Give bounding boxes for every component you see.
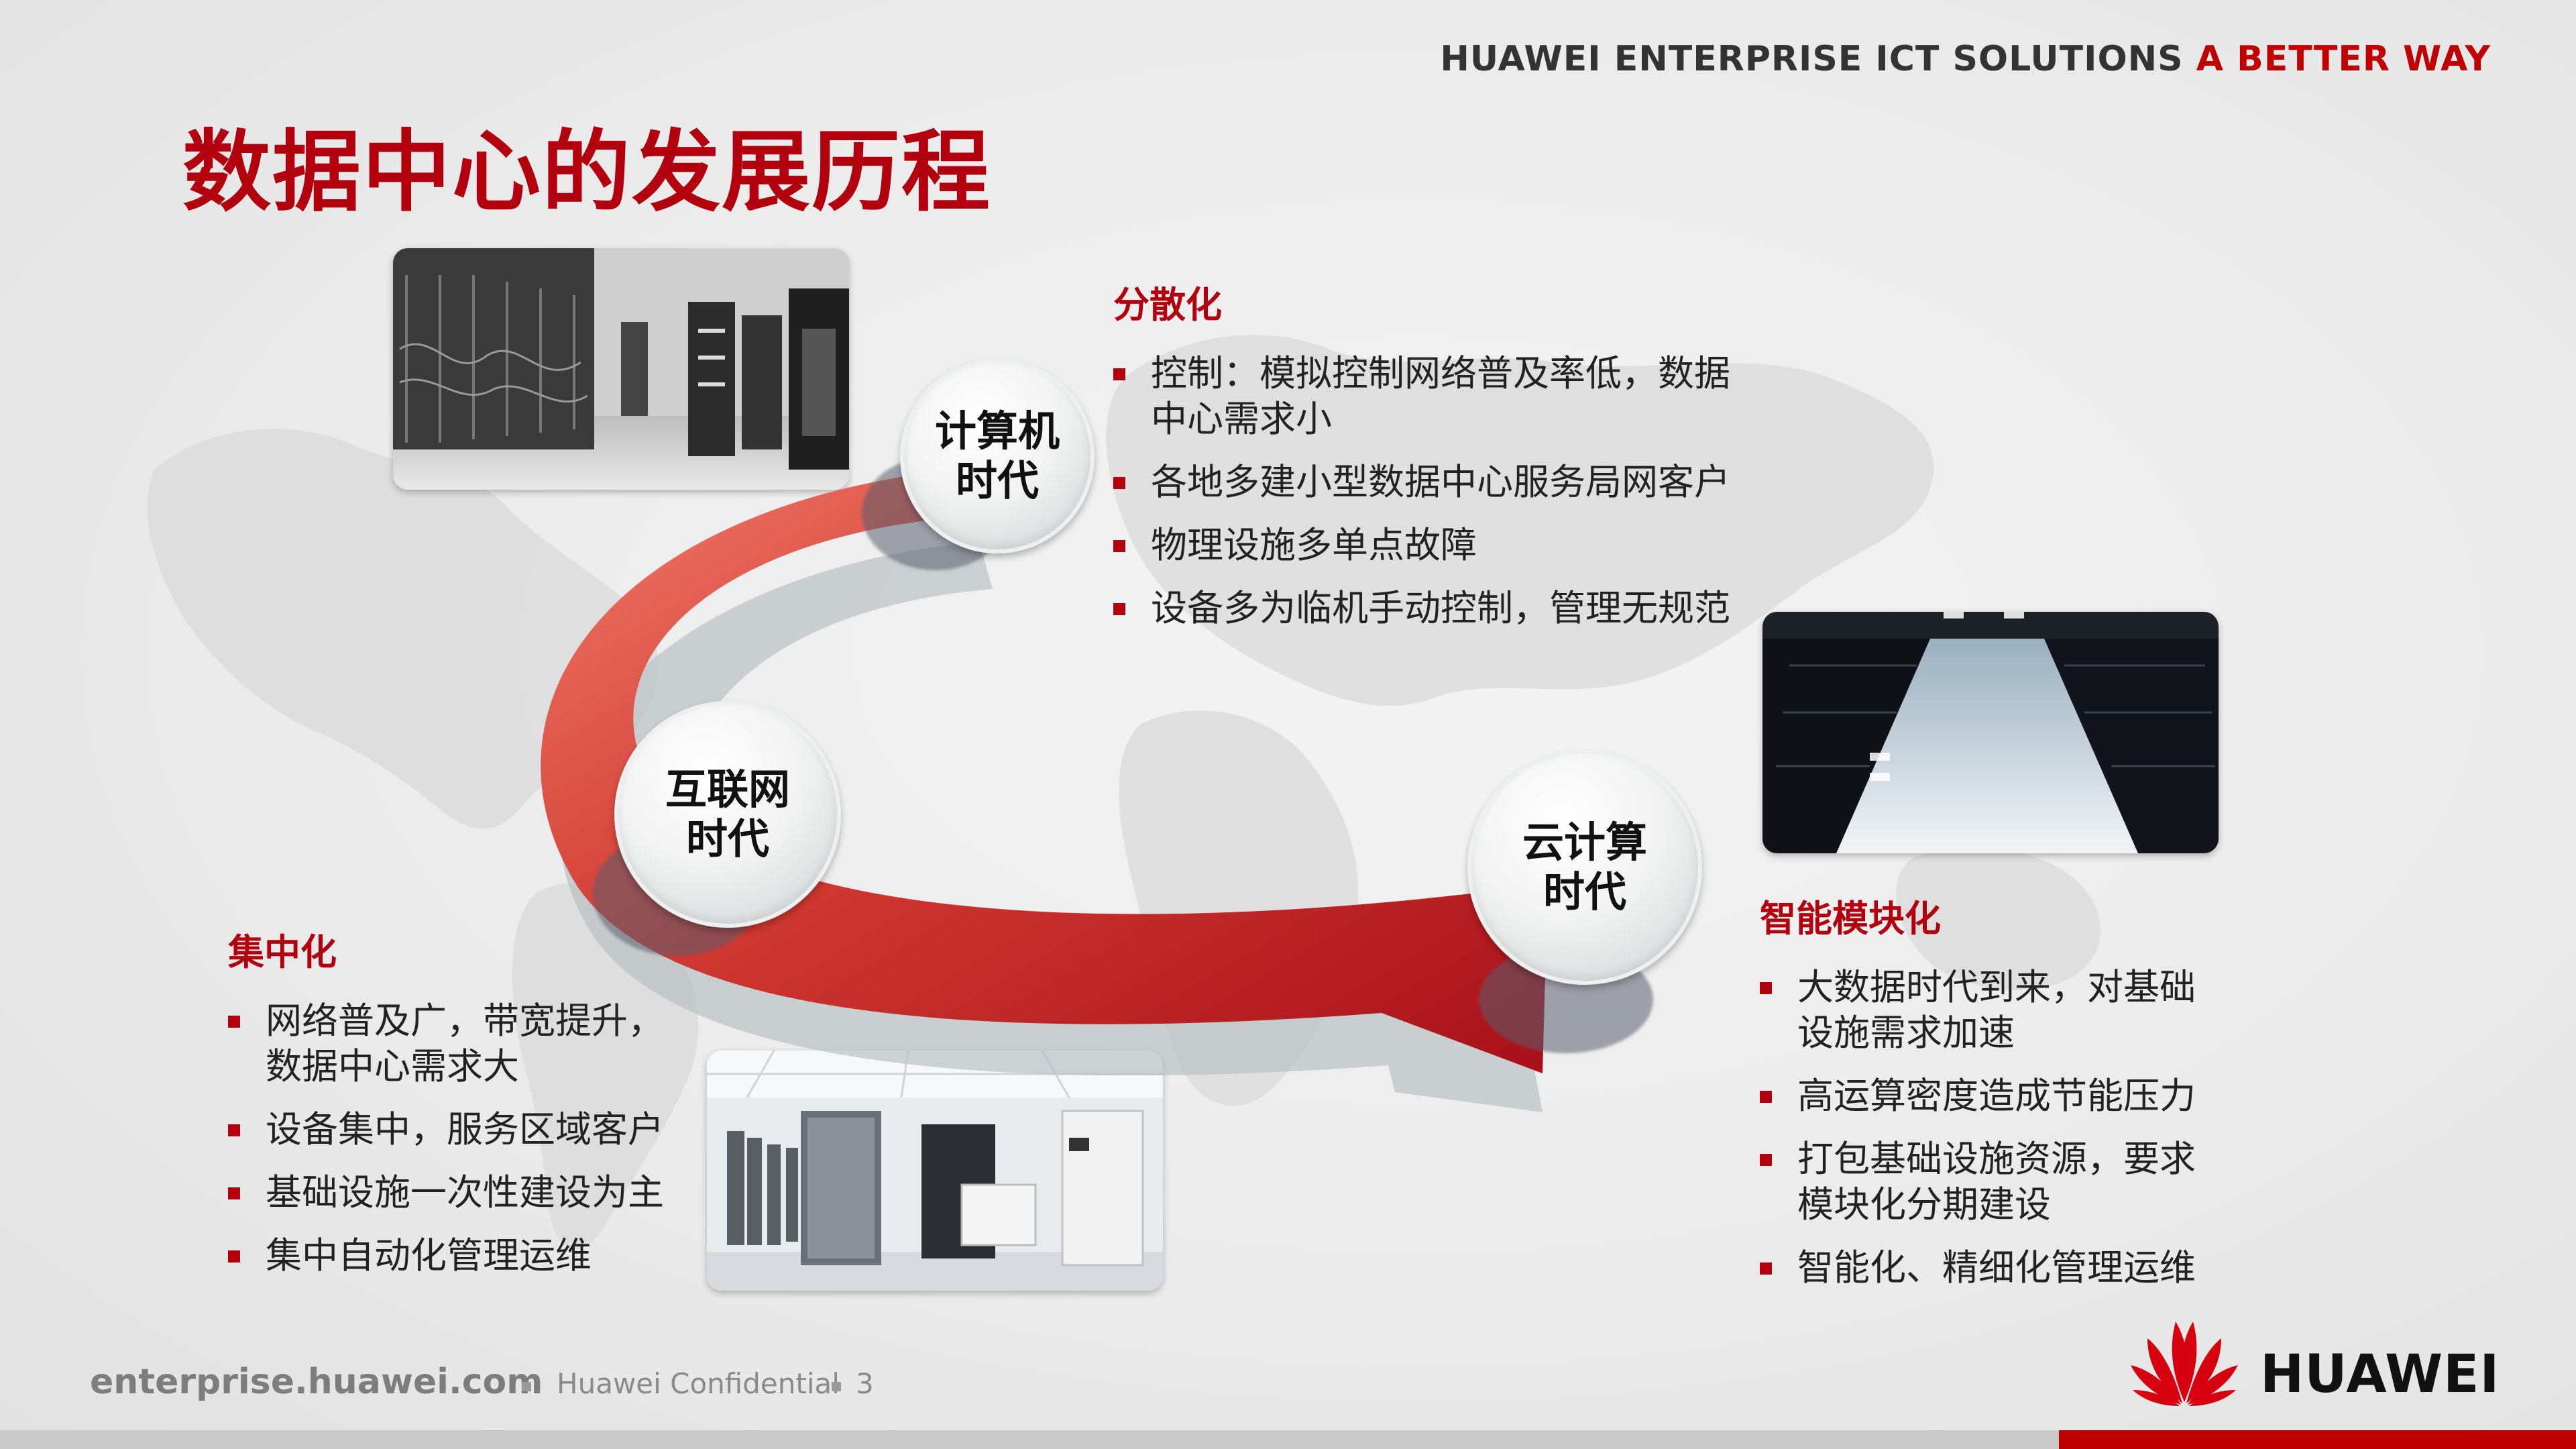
era-internet-label: 互联网 时代: [665, 765, 790, 863]
header-brand-text: HUAWEI ENTERPRISE ICT SOLUTIONS: [1440, 39, 2184, 79]
section-centralized: 集中化 网络普及广，带宽提升， 数据中心需求大 设备集中，服务区域客户 基础设施…: [228, 922, 738, 1296]
photo-internet-datacenter: [707, 1051, 1163, 1291]
list-item: 控制：模拟控制网络普及率低，数据 中心需求小: [1113, 351, 1851, 442]
decentralized-list: 控制：模拟控制网络普及率低，数据 中心需求小 各地多建小型数据中心服务局网客户 …: [1113, 351, 1851, 631]
modular-list: 大数据时代到来，对基础 设施需求加速 高运算密度造成节能压力 打包基础设施资源，…: [1760, 965, 2283, 1291]
list-item: 基础设施一次性建设为主: [228, 1170, 738, 1216]
huawei-logo-text: HUAWEI: [2260, 1344, 2500, 1405]
era-cloud-circle: 云计算 时代: [1467, 750, 1702, 985]
era-cloud-label: 云计算 时代: [1522, 818, 1647, 916]
decentralized-heading: 分散化: [1113, 284, 1222, 326]
era-computer-label: 计算机 时代: [934, 407, 1060, 505]
list-item: 智能化、精细化管理运维: [1760, 1245, 2283, 1291]
list-item: 物理设施多单点故障: [1113, 523, 1851, 568]
photo-early-computer: [393, 248, 849, 490]
list-item: 大数据时代到来，对基础 设施需求加速: [1760, 965, 2283, 1056]
era-internet-circle: 互联网 时代: [614, 701, 841, 928]
list-item: 打包基础设施资源，要求 模块化分期建设: [1760, 1136, 2283, 1228]
page-number: 3: [856, 1367, 874, 1400]
centralized-list: 网络普及广，带宽提升， 数据中心需求大 设备集中，服务区域客户 基础设施一次性建…: [228, 998, 738, 1279]
section-modular: 智能模块化 大数据时代到来，对基础 设施需求加速 高运算密度造成节能压力 打包基…: [1760, 889, 2283, 1308]
footer-confidential: Huawei Confidential: [557, 1367, 840, 1400]
photo-cloud-datacenter: [1762, 612, 2219, 853]
footer-bar-accent: [2059, 1430, 2576, 1449]
list-item: 设备多为临机手动控制，管理无规范: [1113, 586, 1851, 631]
footer-site-link[interactable]: enterprise.huawei.com: [90, 1362, 543, 1402]
footer-separator-icon: [522, 1382, 531, 1391]
huawei-logo-icon: [2131, 1322, 2238, 1406]
list-item: 高运算密度造成节能压力: [1760, 1073, 2283, 1119]
modular-heading: 智能模块化: [1760, 898, 1941, 940]
list-item: 集中自动化管理运维: [228, 1233, 738, 1279]
era-computer-circle: 计算机 时代: [900, 359, 1095, 553]
section-decentralized: 分散化 控制：模拟控制网络普及率低，数据 中心需求小 各地多建小型数据中心服务局…: [1113, 275, 1851, 649]
header-tagline: A BETTER WAY: [2196, 39, 2491, 79]
footer-separator-icon: [832, 1382, 841, 1391]
list-item: 设备集中，服务区域客户: [228, 1107, 738, 1152]
list-item: 各地多建小型数据中心服务局网客户: [1113, 460, 1851, 505]
header-brand: HUAWEI ENTERPRISE ICT SOLUTIONS A BETTER…: [1440, 39, 2491, 79]
page-title: 数据中心的发展历程: [182, 121, 991, 224]
list-item: 网络普及广，带宽提升， 数据中心需求大: [228, 998, 738, 1089]
centralized-heading: 集中化: [228, 931, 337, 973]
